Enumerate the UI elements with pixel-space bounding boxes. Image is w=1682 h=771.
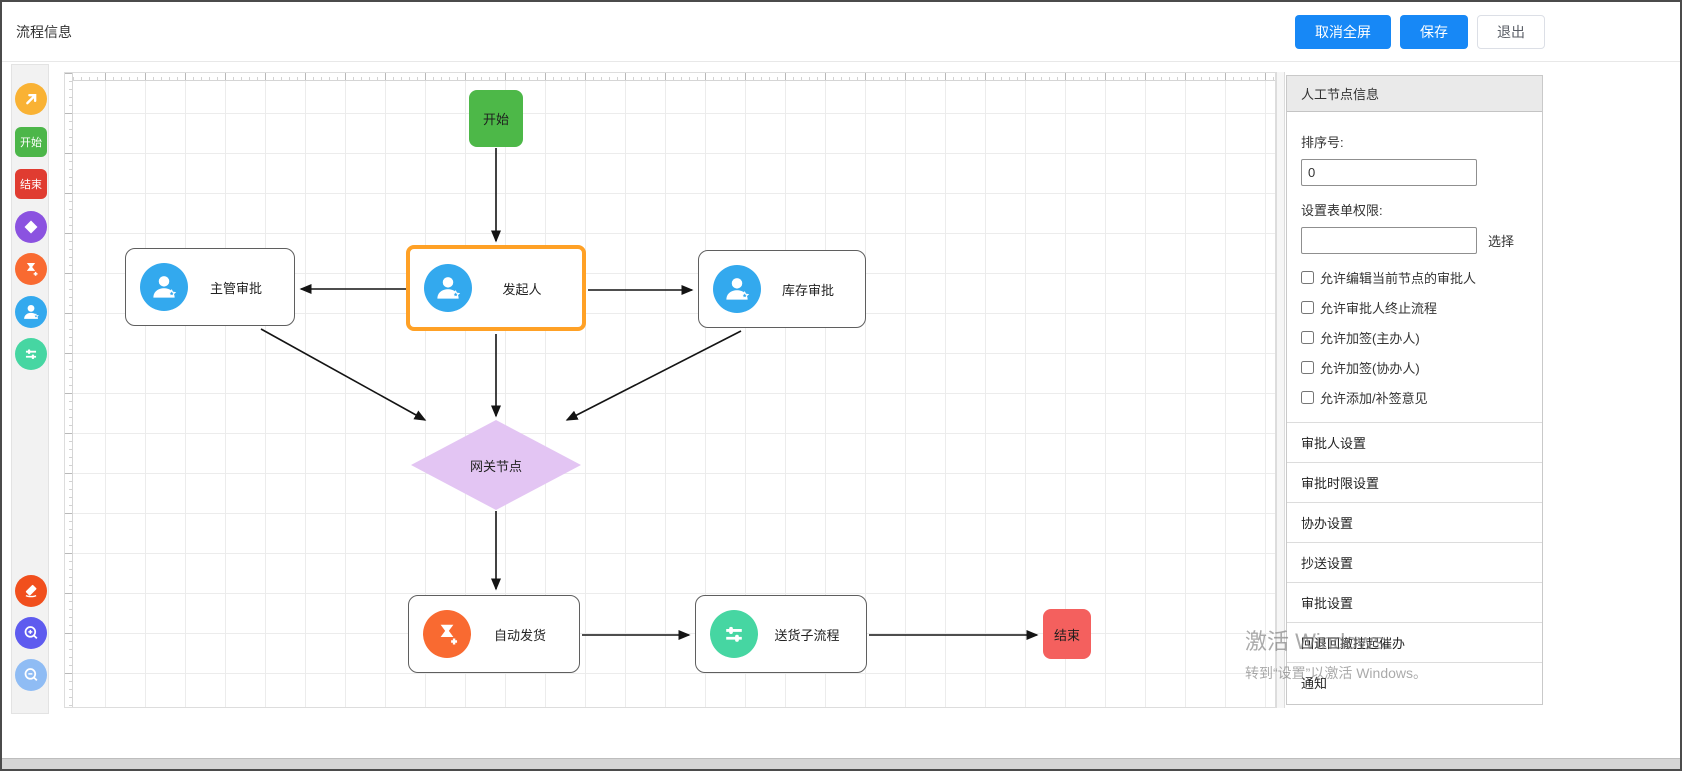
select-link[interactable]: 选择 [1488, 234, 1515, 249]
checkbox[interactable] [1301, 300, 1314, 314]
flow-node-auto-ship[interactable]: 自动发货 [408, 595, 580, 673]
node-label: 自动发货 [493, 627, 546, 643]
zoom-in-button[interactable] [15, 617, 47, 649]
sort-number-input[interactable] [1301, 159, 1477, 186]
flow-edges [260, 148, 1039, 640]
header: 流程信息 取消全屏 保存 退出 [2, 2, 1680, 62]
clear-canvas-button[interactable] [15, 575, 47, 607]
vertical-ruler [65, 73, 73, 707]
flow-node-supervisor[interactable]: 主管审批 [125, 248, 295, 326]
horizontal-scrollbar[interactable] [2, 758, 1680, 769]
checkbox[interactable] [1301, 390, 1314, 404]
header-actions: 取消全屏 保存 退出 [1295, 14, 1545, 49]
section-approval-time-limit[interactable]: 审批时限设置 [1287, 462, 1542, 502]
form-permission-input[interactable] [1301, 227, 1477, 254]
exit-button[interactable]: 退出 [1477, 14, 1545, 49]
person-icon [424, 264, 472, 312]
panel-body: 排序号: 设置表单权限: 选择 允许编辑当前节点的审批人 允许审批人终止流程 允… [1287, 112, 1542, 702]
checkbox-label: 允许添加/补签意见 [1320, 390, 1428, 406]
diamond-icon [20, 216, 42, 238]
section-assist-settings[interactable]: 协办设置 [1287, 502, 1542, 542]
checkbox[interactable] [1301, 360, 1314, 374]
node-label: 库存审批 [781, 282, 834, 298]
sliders-icon [20, 343, 42, 365]
eraser-icon [20, 580, 42, 602]
panel-sections: 审批人设置 审批时限设置 协办设置 抄送设置 审批设置 回退回撤挂起催办 通知 [1287, 422, 1542, 702]
auto-task-icon [20, 258, 42, 280]
cancel-fullscreen-button[interactable]: 取消全屏 [1295, 14, 1391, 49]
section-notification[interactable]: 通知 [1287, 662, 1542, 702]
checkbox[interactable] [1301, 270, 1314, 284]
checkbox-label: 允许加签(主办人) [1320, 330, 1420, 346]
panel-title: 人工节点信息 [1287, 76, 1542, 112]
checkbox-label: 允许编辑当前节点的审批人 [1320, 270, 1477, 286]
section-rollback-suspend-urge[interactable]: 回退回撤挂起催办 [1287, 622, 1542, 662]
palette-start-node-button[interactable]: 开始 [15, 127, 47, 157]
section-cc-settings[interactable]: 抄送设置 [1287, 542, 1542, 582]
flow-node-start[interactable]: 开始 [469, 90, 523, 147]
zoom-in-icon [20, 622, 42, 644]
palette-gateway-node-button[interactable] [15, 211, 47, 243]
checkbox-allow-add-opinion[interactable]: 允许添加/补签意见 [1301, 382, 1528, 412]
page-title: 流程信息 [16, 23, 72, 40]
node-label: 主管审批 [209, 280, 262, 296]
checkbox-allow-edit-approver[interactable]: 允许编辑当前节点的审批人 [1301, 262, 1528, 292]
palette-end-node-button[interactable]: 结束 [15, 169, 47, 199]
flow-node-end[interactable]: 结束 [1043, 609, 1091, 659]
section-approver-settings[interactable]: 审批人设置 [1287, 422, 1542, 462]
zoom-out-button[interactable] [15, 659, 47, 691]
section-approval-settings[interactable]: 审批设置 [1287, 582, 1542, 622]
palette-subflow-node-button[interactable] [15, 338, 47, 370]
sort-number-label: 排序号: [1301, 135, 1344, 150]
person-icon [20, 301, 42, 323]
arrow-ne-icon [20, 88, 42, 110]
checkbox[interactable] [1301, 330, 1314, 344]
flow-node-inventory[interactable]: 库存审批 [698, 250, 866, 328]
canvas-vertical-scrollbar[interactable] [1276, 72, 1285, 708]
person-icon [713, 265, 761, 313]
flow-node-initiator[interactable]: 发起人 [406, 245, 586, 331]
save-button[interactable]: 保存 [1400, 14, 1468, 49]
node-palette: 开始 结束 [11, 64, 49, 714]
palette-auto-node-button[interactable] [15, 253, 47, 285]
node-label: 发起人 [502, 281, 542, 297]
auto-task-icon [423, 610, 471, 658]
checkbox-label: 允许加签(协办人) [1320, 360, 1420, 376]
checkbox-allow-countersign-host[interactable]: 允许加签(主办人) [1301, 322, 1528, 352]
flow-canvas[interactable]: 开始 主管审批 发起人 库存审批 网关节点 [64, 72, 1276, 708]
node-label: 送货子流程 [774, 627, 840, 643]
horizontal-ruler [65, 73, 1275, 81]
flow-node-gateway[interactable]: 网关节点 [411, 420, 581, 510]
sliders-icon [710, 610, 758, 658]
checkbox-label: 允许审批人终止流程 [1320, 300, 1438, 316]
connector-tool-button[interactable] [15, 83, 47, 115]
flow-node-delivery-subflow[interactable]: 送货子流程 [695, 595, 867, 673]
palette-manual-node-button[interactable] [15, 296, 47, 328]
zoom-out-icon [20, 664, 42, 686]
properties-panel: 人工节点信息 排序号: 设置表单权限: 选择 允许编辑当前节点的审批人 允许审批… [1286, 75, 1543, 705]
form-permission-label: 设置表单权限: [1301, 203, 1383, 218]
checkbox-allow-countersign-assist[interactable]: 允许加签(协办人) [1301, 352, 1528, 382]
checkbox-allow-terminate[interactable]: 允许审批人终止流程 [1301, 292, 1528, 322]
person-icon [140, 263, 188, 311]
